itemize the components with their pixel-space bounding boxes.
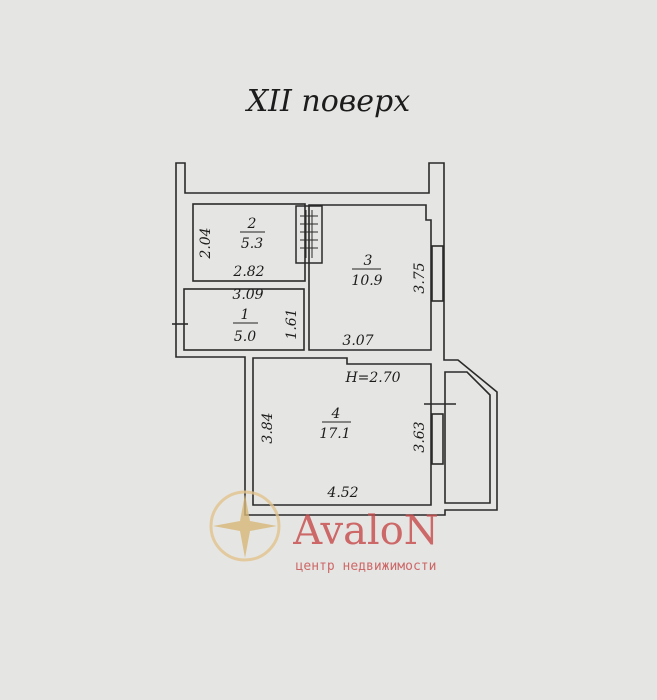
room-4-dim: 4.52 bbox=[326, 485, 358, 501]
room-3-number: 3 bbox=[364, 253, 373, 269]
walls bbox=[172, 162, 498, 516]
compass-logo-icon bbox=[209, 490, 281, 562]
room-3-area: 10.9 bbox=[351, 273, 382, 289]
room-1-dim: 3.09 bbox=[232, 287, 263, 303]
room-2-dim: 2.82 bbox=[232, 264, 264, 280]
room-1-dim: 1.61 bbox=[284, 308, 300, 339]
watermark-brand: AvaloN bbox=[292, 508, 439, 554]
ventilation-shaft bbox=[295, 205, 323, 264]
watermark: AvaloN центр недвижимости bbox=[209, 490, 439, 574]
room-4-number: 4 bbox=[331, 406, 341, 422]
room-4-dim: 3.84 bbox=[260, 412, 276, 443]
ceiling-height: H=2.70 bbox=[344, 370, 400, 386]
watermark-tagline: центр недвижимости bbox=[296, 559, 437, 574]
room-3-dim: 3.75 bbox=[412, 262, 428, 293]
room-4-area: 17.1 bbox=[319, 426, 350, 442]
room-1-area: 5.0 bbox=[234, 329, 256, 345]
room-2-area: 5.3 bbox=[241, 236, 263, 252]
room-1-number: 1 bbox=[241, 307, 250, 323]
room-4-dim: 3.63 bbox=[412, 421, 428, 452]
room-2-number: 2 bbox=[247, 216, 257, 232]
room-3-dim: 3.07 bbox=[342, 333, 373, 349]
page-title: XII поверх bbox=[246, 84, 411, 119]
room-2-dim: 2.04 bbox=[198, 227, 214, 259]
